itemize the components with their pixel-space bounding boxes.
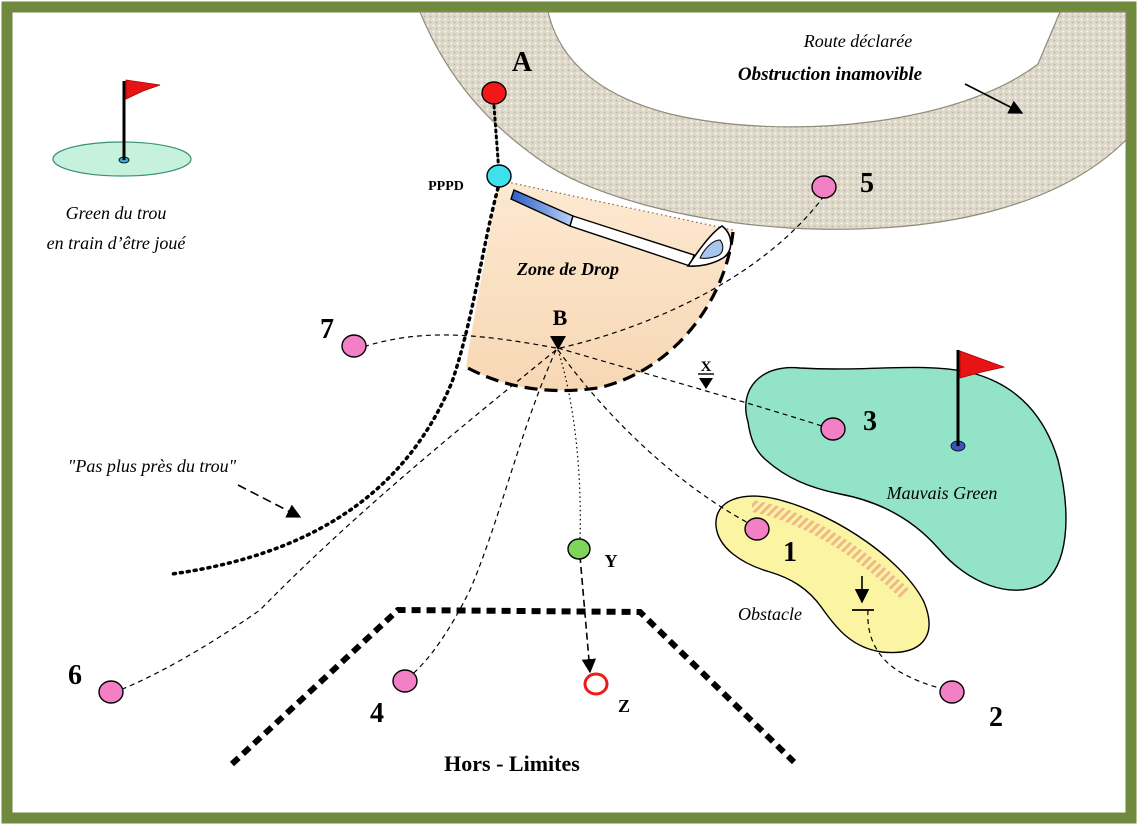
- ball-3: [820, 417, 846, 441]
- ball-a: [481, 81, 507, 105]
- hazard-bunker: [715, 495, 930, 654]
- drop-zone-label: Zone de Drop: [516, 259, 619, 279]
- point-y-label: Y: [605, 551, 618, 571]
- road-obstruction: [419, 11, 1127, 230]
- point-x-marker-icon: [699, 378, 713, 389]
- trajectories: [119, 104, 951, 691]
- path-b-to-7: [365, 334, 557, 349]
- point-4-label: 4: [370, 698, 384, 729]
- path-b-to-1: [557, 349, 751, 525]
- path-a-to-pppd: [492, 104, 501, 178]
- point-b-marker-icon: [550, 336, 566, 350]
- path-b-to-3: [557, 347, 823, 427]
- road-label-line1: Route déclarée: [803, 31, 912, 51]
- path-b-to-4: [407, 349, 557, 679]
- ball-z-outline: [583, 672, 609, 696]
- ball-2: [939, 680, 965, 704]
- point-7-label: 7: [320, 314, 334, 345]
- path-b-to-6: [119, 349, 557, 691]
- nearer-hole-arrow: [237, 484, 302, 518]
- drop-zone-arc: [465, 231, 735, 393]
- nearer-hole-limit-line: [170, 186, 500, 576]
- point-a-label: A: [512, 47, 533, 78]
- green-label-line2: en train d’être joué: [47, 233, 187, 253]
- path-hazard-to-2: [867, 609, 951, 691]
- out-of-bounds-line: [229, 606, 797, 767]
- road-arrow: [964, 83, 1024, 114]
- pppd-label: PPPD: [428, 179, 464, 194]
- path-y-to-z: [579, 555, 597, 674]
- path-b-to-5: [559, 195, 825, 349]
- ball-6: [98, 680, 124, 704]
- wrong-green-label: Mauvais Green: [886, 483, 998, 503]
- point-x-label: X: [701, 359, 712, 375]
- out-of-bounds-label: Hors - Limites: [444, 751, 580, 776]
- ball-1: [744, 517, 770, 541]
- point-z-label: Z: [618, 696, 630, 716]
- golf-club-icon: [510, 189, 732, 267]
- road-label-line2: Obstruction inamovible: [738, 64, 923, 85]
- ball-7: [341, 334, 367, 358]
- path-b-to-y: [557, 349, 581, 541]
- point-6-label: 6: [68, 660, 82, 691]
- point-1-label: 1: [783, 537, 797, 568]
- point-labels: A PPPD 5 7 3 1 Y 6 4 Z 2: [68, 47, 1003, 733]
- point-2-label: 2: [989, 702, 1003, 733]
- drop-zone: [466, 180, 733, 391]
- point-3-label: 3: [863, 406, 877, 437]
- ball-y: [567, 538, 591, 560]
- ball-pppd: [486, 164, 512, 188]
- green-of-hole-icon: [52, 79, 192, 177]
- nearer-hole-label: "Pas plus près du trou": [68, 456, 237, 476]
- point-b-label: B: [553, 305, 568, 330]
- ball-5: [811, 175, 837, 199]
- point-5-label: 5: [860, 168, 874, 199]
- hazard-hatched-margin: [752, 500, 910, 598]
- balls: [98, 81, 965, 704]
- ball-4: [392, 669, 418, 693]
- wrong-green-flag-icon: [950, 350, 1006, 452]
- hazard-label: Obstacle: [738, 604, 802, 624]
- green-label-line1: Green du trou: [66, 203, 167, 223]
